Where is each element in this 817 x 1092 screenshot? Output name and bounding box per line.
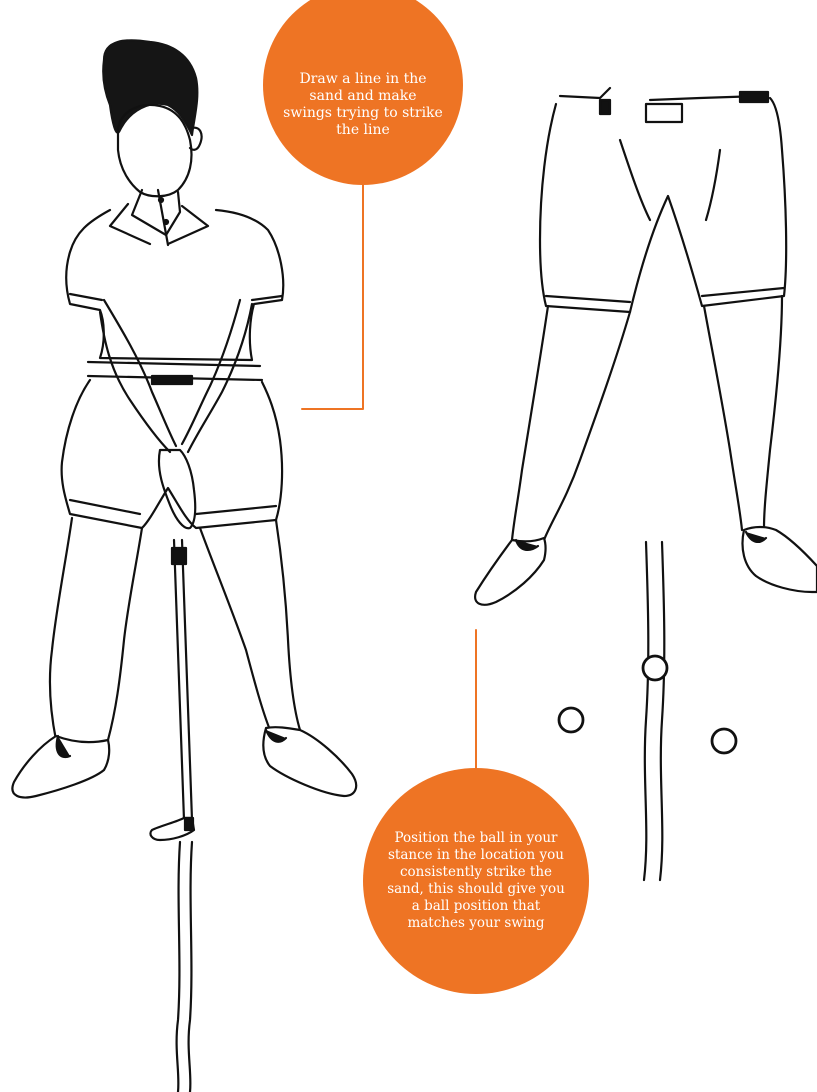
legs-left-leg xyxy=(512,306,630,540)
callout-ball-position-text: Position the ball in your stance in the … xyxy=(383,830,569,932)
golfer-right-leg xyxy=(200,520,300,730)
callout-line-drill-text: Draw a line in the sand and make swings … xyxy=(283,71,443,139)
callout-ball-position: Position the ball in your stance in the … xyxy=(363,768,589,994)
golfer-front-figure xyxy=(12,40,356,1092)
sand-line-left xyxy=(177,842,192,1092)
legs-shorts xyxy=(540,98,786,312)
callout-top-connector xyxy=(302,185,363,409)
sand-line-right xyxy=(644,542,664,880)
golfer-face xyxy=(118,105,192,196)
golfer-shirt xyxy=(66,210,283,360)
golfer-legs-figure xyxy=(475,88,817,880)
legs-right-leg xyxy=(704,296,782,530)
golfer-hair xyxy=(103,40,197,135)
golf-ball-icon xyxy=(643,656,667,680)
golfer-hands xyxy=(159,450,195,528)
golf-ball-icon xyxy=(559,708,583,732)
golfer-left-leg xyxy=(50,518,142,740)
golf-club-shaft xyxy=(174,540,192,820)
golf-ball-icon xyxy=(712,729,736,753)
